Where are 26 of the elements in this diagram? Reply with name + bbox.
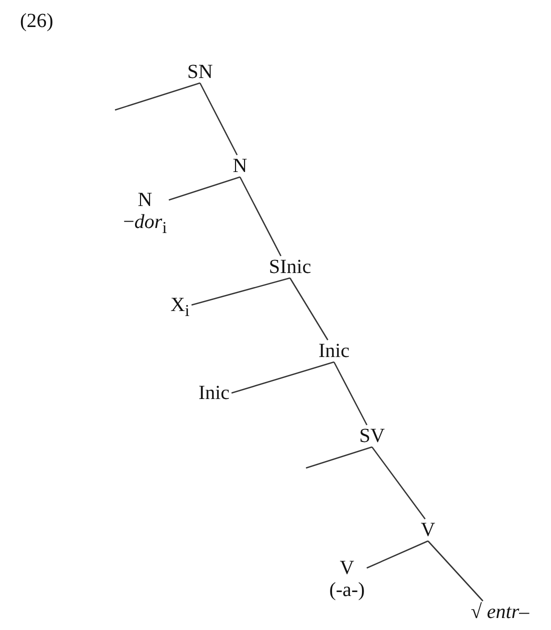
tree-branch bbox=[199, 82, 238, 156]
node-label: SInic bbox=[268, 256, 312, 278]
morpheme-label: −dor$_{i}$ bbox=[123, 211, 167, 239]
tree-branch bbox=[366, 540, 428, 569]
tree-branch bbox=[239, 176, 282, 256]
node-label: V bbox=[338, 557, 356, 579]
node-label: V bbox=[420, 519, 436, 541]
node-label: SV bbox=[359, 425, 385, 447]
node-label: √ entr– bbox=[470, 601, 530, 623]
node-label: X$_{i}$ bbox=[170, 294, 190, 322]
morpheme-label: (-a-) bbox=[329, 579, 365, 601]
tree-branch bbox=[371, 446, 426, 520]
tree-branch bbox=[289, 278, 328, 340]
tree-branch bbox=[168, 176, 240, 201]
tree-branch bbox=[231, 361, 334, 394]
node-label: SN bbox=[187, 61, 213, 83]
node-label: N bbox=[136, 189, 154, 211]
tree-branch bbox=[333, 362, 368, 426]
tree-branch bbox=[306, 446, 372, 469]
node-label: N bbox=[232, 155, 248, 177]
tree-branch bbox=[428, 540, 484, 602]
example-number: (26) bbox=[20, 10, 54, 32]
node-label: Inic bbox=[318, 340, 350, 362]
tree-branch bbox=[114, 82, 200, 111]
tree-branch bbox=[191, 277, 290, 306]
node-label: Inic bbox=[198, 382, 230, 404]
